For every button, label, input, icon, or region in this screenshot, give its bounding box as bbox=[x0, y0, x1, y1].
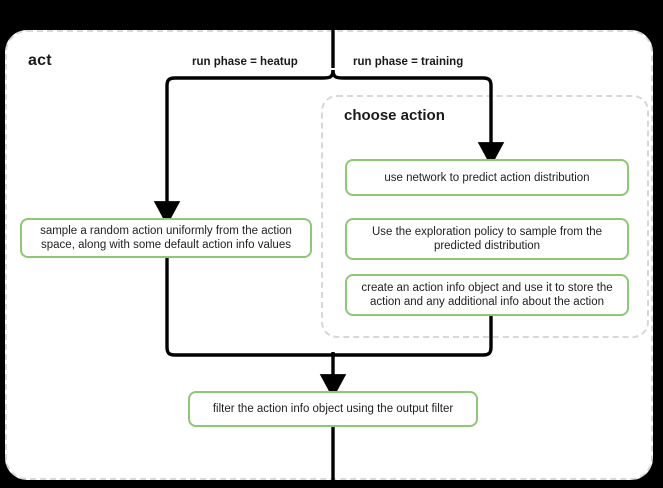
act-container-title: act bbox=[28, 52, 52, 69]
node-create-action-info-object[interactable]: create an action info object and use it … bbox=[345, 274, 629, 316]
node-sample-random-action[interactable]: sample a random action uniformly from th… bbox=[20, 218, 312, 258]
node-filter-action-info[interactable]: filter the action info object using the … bbox=[188, 391, 478, 427]
node-use-network-predict[interactable]: use network to predict action distributi… bbox=[345, 159, 629, 196]
node-exploration-policy-sample[interactable]: Use the exploration policy to sample fro… bbox=[345, 218, 629, 260]
edge-label-heatup: run phase = heatup bbox=[192, 56, 298, 68]
choose-action-container-title: choose action bbox=[344, 107, 445, 124]
edge-label-training: run phase = training bbox=[353, 56, 464, 68]
